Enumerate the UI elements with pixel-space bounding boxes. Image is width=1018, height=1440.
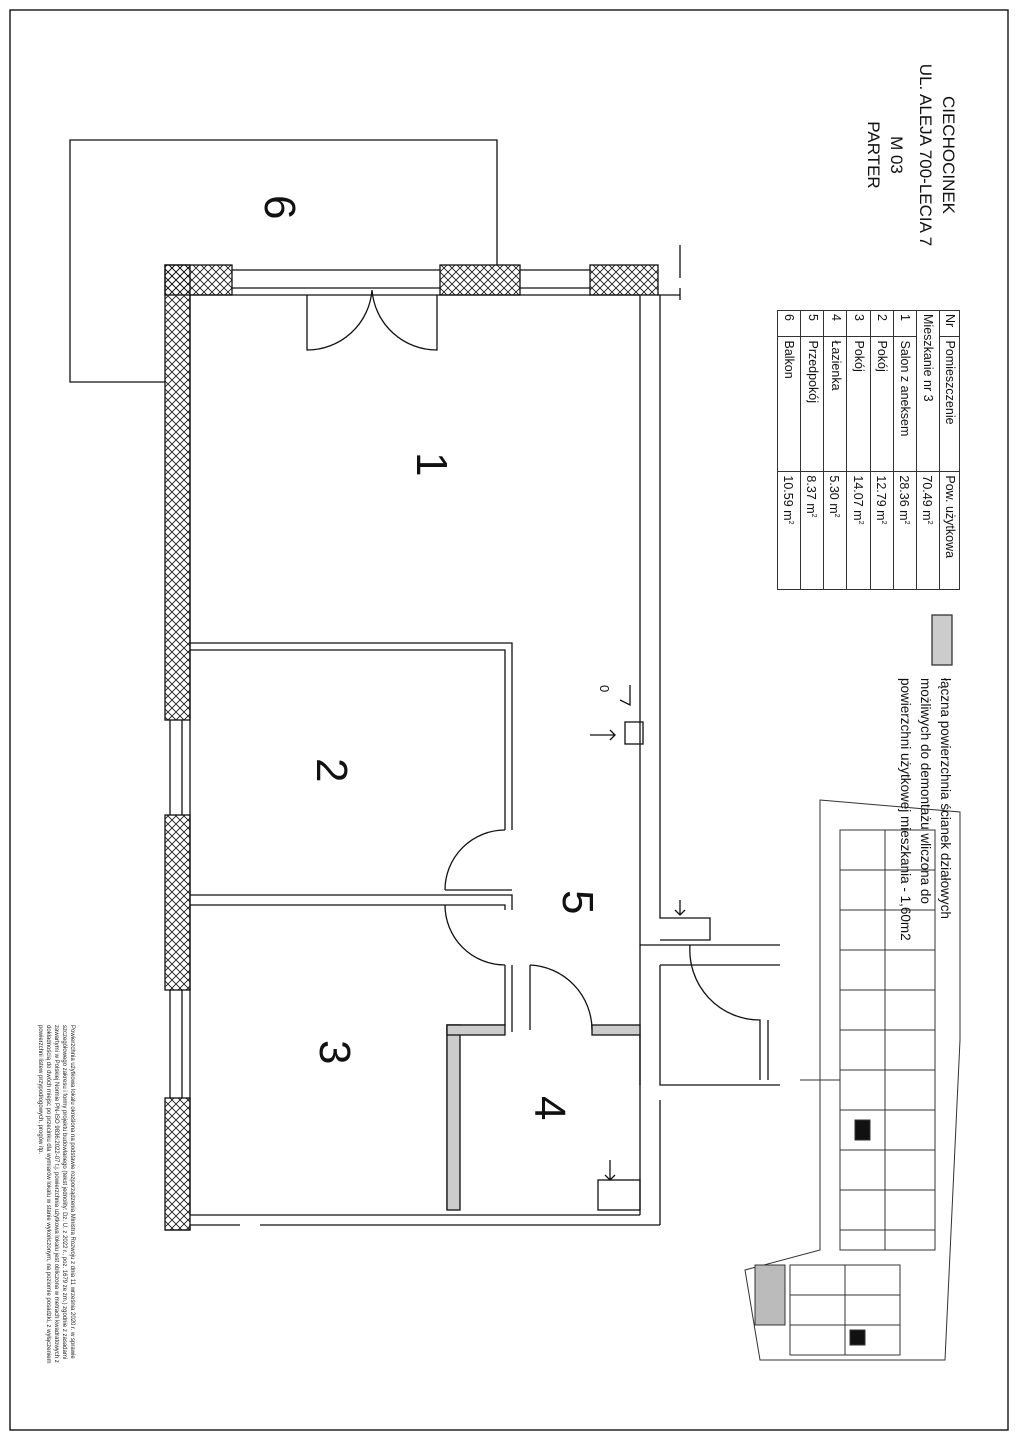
col-name: Pomieszczenie [939,336,960,472]
room-label-4: 4 [525,1096,574,1120]
level-marker: 0 [597,685,612,692]
city: CIECHOCINEK [939,95,958,215]
room-label-5: 5 [553,890,602,914]
site-key-plan [744,799,961,1361]
room-label-2: 2 [307,758,356,782]
title-block: CIECHOCINEK UL. ALEJA 700-LECIA 7 M 03 P… [862,55,960,255]
legend-swatch [931,614,953,666]
street: UL. ALEJA 700-LECIA 7 [916,63,935,247]
footnote: Powierzchnia użytkowa lokalu określona n… [37,1025,75,1364]
legend-text: łączna powierzchnia ścianek działowych m… [898,678,953,941]
col-nr: Nr [939,310,960,337]
room-label-1: 1 [407,452,456,476]
floor-name: PARTER [864,121,883,189]
room-label-6: 6 [255,195,304,219]
col-area: Pow. użytkowa [939,471,960,590]
sheet-border [9,9,1009,1431]
balcony-outline [69,139,498,383]
room-label-3: 3 [310,1040,359,1064]
unit-number: M 03 [887,136,906,174]
